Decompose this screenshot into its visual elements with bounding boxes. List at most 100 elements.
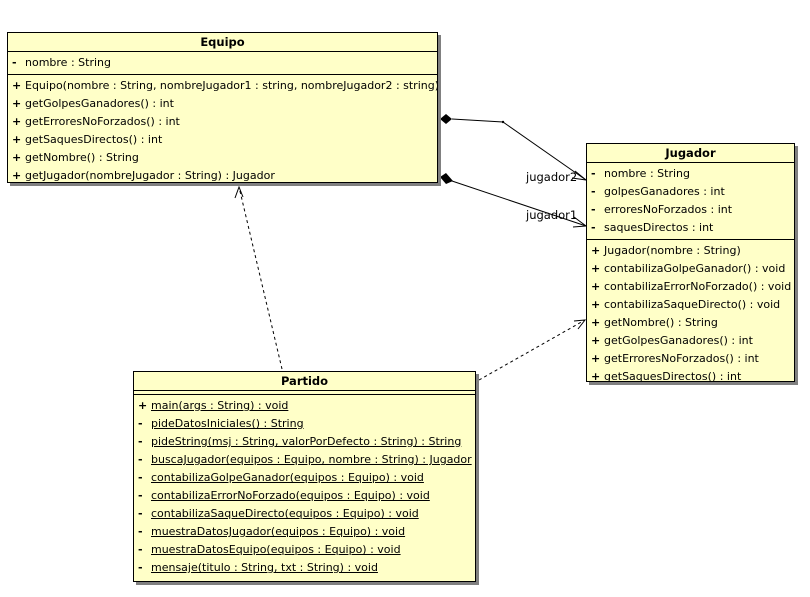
attribute-row: -erroresNoForzados : int: [587, 201, 794, 219]
operation-row: +Jugador(nombre : String): [587, 242, 794, 260]
visibility-marker: +: [591, 352, 601, 365]
operation-row: +getNombre() : String: [587, 314, 794, 332]
attribute-row: -nombre : String: [587, 165, 794, 183]
dependency-partido-equipo: [234, 185, 283, 370]
operation-text: mensaje(titulo : String, txt : String) :…: [151, 561, 378, 574]
operation-text: getSaquesDirectos() : int: [25, 133, 163, 146]
visibility-marker: +: [591, 370, 601, 383]
visibility-marker: -: [138, 525, 143, 538]
visibility-marker: +: [591, 244, 601, 257]
attributes-section-equipo: -nombre : String: [8, 52, 437, 75]
operation-row: -pideString(msj : String, valorPorDefect…: [134, 433, 475, 451]
visibility-marker: -: [138, 471, 143, 484]
attributes-section-partido: [134, 391, 475, 395]
operation-text: getNombre() : String: [25, 151, 139, 164]
operations-section-partido: +main(args : String) : void -pideDatosIn…: [134, 395, 475, 579]
operations-section-jugador: +Jugador(nombre : String) +contabilizaGo…: [587, 240, 794, 388]
operation-row: +contabilizaGolpeGanador() : void: [587, 260, 794, 278]
role-label-jugador2: jugador2: [526, 170, 578, 184]
operation-text: muestraDatosJugador(equipos : Equipo) : …: [151, 525, 406, 538]
operation-row: +getErroresNoForzados() : int: [587, 350, 794, 368]
role-label-jugador1: jugador1: [526, 208, 578, 222]
attribute-text: golpesGanadores : int: [604, 185, 725, 198]
operation-text: main(args : String) : void: [151, 399, 289, 412]
operation-text: getJugador(nombreJugador : String) : Jug…: [25, 169, 275, 182]
operation-row: +getGolpesGanadores() : int: [587, 332, 794, 350]
class-name-partido: Partido: [134, 372, 475, 391]
operation-row: -contabilizaGolpeGanador(equipos : Equip…: [134, 469, 475, 487]
visibility-marker: -: [138, 453, 143, 466]
visibility-marker: +: [12, 97, 22, 110]
operation-text: getGolpesGanadores() : int: [604, 334, 753, 347]
attribute-row: -saquesDirectos : int: [587, 219, 794, 237]
operation-text: pideDatosIniciales() : String: [151, 417, 304, 430]
composition-jugador2: [440, 114, 588, 181]
operation-text: Jugador(nombre : String): [604, 244, 741, 257]
operation-text: getErroresNoForzados() : int: [25, 115, 180, 128]
operation-text: muestraDatosEquipo(equipos : Equipo) : v…: [151, 543, 401, 556]
operation-text: Equipo(nombre : String, nombreJugador1 :…: [25, 79, 440, 92]
class-name-equipo: Equipo: [8, 33, 437, 52]
visibility-marker: +: [591, 262, 601, 275]
operation-text: contabilizaErrorNoForzado(equipos : Equi…: [151, 489, 430, 502]
class-box-jugador[interactable]: Jugador -nombre : String -golpesGanadore…: [586, 143, 795, 383]
operation-row: +getGolpesGanadores() : int: [8, 95, 437, 113]
visibility-marker: -: [138, 543, 143, 556]
visibility-marker: +: [591, 334, 601, 347]
visibility-marker: -: [12, 56, 17, 69]
visibility-marker: -: [591, 167, 596, 180]
visibility-marker: +: [591, 298, 601, 311]
operation-text: buscaJugador(equipos : Equipo, nombre : …: [151, 453, 472, 466]
class-name-jugador: Jugador: [587, 144, 794, 163]
dependency-partido-jugador: [478, 319, 587, 381]
visibility-marker: +: [591, 316, 601, 329]
visibility-marker: +: [138, 399, 148, 412]
operation-row: +main(args : String) : void: [134, 397, 475, 415]
operations-section-equipo: +Equipo(nombre : String, nombreJugador1 …: [8, 75, 440, 187]
visibility-marker: -: [138, 417, 143, 430]
attribute-row: -nombre : String: [8, 54, 437, 72]
operation-text: contabilizaSaqueDirecto() : void: [604, 298, 781, 311]
operation-row: +getErroresNoForzados() : int: [8, 113, 437, 131]
visibility-marker: -: [591, 221, 596, 234]
operation-text: contabilizaSaqueDirecto(equipos : Equipo…: [151, 507, 419, 520]
operation-row: -pideDatosIniciales() : String: [134, 415, 475, 433]
visibility-marker: -: [591, 185, 596, 198]
visibility-marker: -: [138, 435, 143, 448]
visibility-marker: -: [138, 489, 143, 502]
attribute-row: -golpesGanadores : int: [587, 183, 794, 201]
visibility-marker: -: [138, 507, 143, 520]
class-box-partido[interactable]: Partido +main(args : String) : void -pid…: [133, 371, 476, 582]
visibility-marker: +: [12, 115, 22, 128]
visibility-marker: +: [12, 133, 22, 146]
operation-text: contabilizaErrorNoForzado() : void: [604, 280, 792, 293]
operation-row: +getSaquesDirectos() : int: [8, 131, 437, 149]
operation-row: +getJugador(nombreJugador : String) : Ju…: [8, 167, 437, 185]
visibility-marker: -: [138, 561, 143, 574]
operation-text: getGolpesGanadores() : int: [25, 97, 174, 110]
operation-row: +getNombre() : String: [8, 149, 437, 167]
operation-row: -contabilizaErrorNoForzado(equipos : Equ…: [134, 487, 475, 505]
operation-row: -mensaje(titulo : String, txt : String) …: [134, 559, 475, 577]
operation-row: +contabilizaSaqueDirecto() : void: [587, 296, 794, 314]
operation-row: -buscaJugador(equipos : Equipo, nombre :…: [134, 451, 475, 469]
composition-diamond-top: [440, 114, 452, 124]
operation-text: getNombre() : String: [604, 316, 718, 329]
attribute-text: nombre : String: [25, 56, 111, 69]
visibility-marker: -: [591, 203, 596, 216]
operation-row: -muestraDatosEquipo(equipos : Equipo) : …: [134, 541, 475, 559]
visibility-marker: +: [12, 169, 22, 182]
visibility-marker: +: [591, 280, 601, 293]
visibility-marker: +: [12, 151, 22, 164]
operation-row: +getSaquesDirectos() : int: [587, 368, 794, 386]
operation-text: pideString(msj : String, valorPorDefecto…: [151, 435, 462, 448]
class-box-equipo[interactable]: Equipo -nombre : String +Equipo(nombre :…: [7, 32, 439, 183]
operation-row: +Equipo(nombre : String, nombreJugador1 …: [8, 77, 440, 95]
composition-diamond-bottom: [440, 173, 453, 184]
attribute-text: nombre : String: [604, 167, 690, 180]
operation-row: +contabilizaErrorNoForzado() : void: [587, 278, 794, 296]
operation-text: contabilizaGolpeGanador() : void: [604, 262, 786, 275]
attribute-text: saquesDirectos : int: [604, 221, 714, 234]
operation-row: -muestraDatosJugador(equipos : Equipo) :…: [134, 523, 475, 541]
